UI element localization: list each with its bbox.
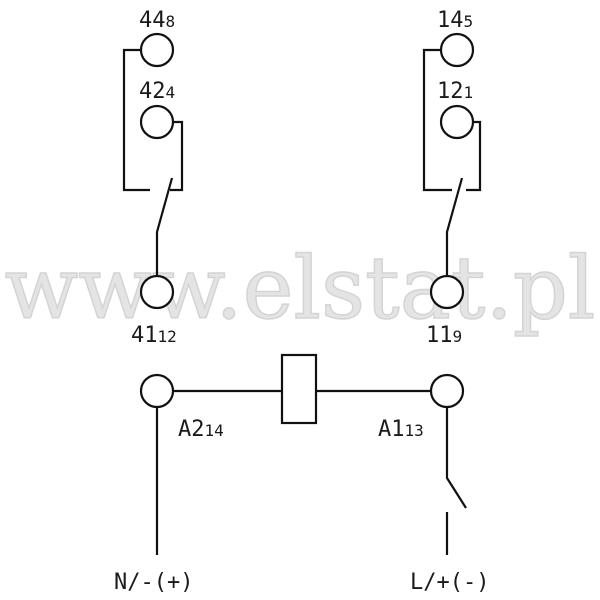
- label-terminal-41: 4112: [131, 323, 177, 348]
- wire-42-frame: [170, 120, 184, 192]
- terminal-a1: [429, 373, 465, 409]
- label-terminal-12: 121: [437, 79, 473, 104]
- contact-group-11: [422, 32, 482, 310]
- switch-blade-a1: [445, 407, 467, 509]
- wire-44-frame: [122, 48, 150, 192]
- label-terminal-42: 424: [139, 79, 175, 104]
- relay-coil: [280, 353, 318, 425]
- terminal-14: [439, 32, 475, 68]
- watermark: www.elstat.pl: [5, 239, 596, 339]
- label-terminal-14: 145: [437, 8, 473, 33]
- label-supply-line: L/+(-): [410, 570, 489, 595]
- label-terminal-a2: A214: [178, 417, 224, 442]
- switch-blade-41: [155, 177, 174, 275]
- terminal-44: [139, 32, 175, 68]
- terminal-41: [139, 274, 175, 310]
- terminal-42: [139, 104, 175, 140]
- terminal-a2: [139, 373, 175, 409]
- wire-14-frame: [422, 48, 452, 192]
- switch-blade-11: [445, 177, 464, 275]
- label-terminal-44: 448: [139, 8, 175, 33]
- coil-circuit: [139, 353, 467, 555]
- wire-12-frame: [466, 120, 482, 192]
- terminal-12: [439, 104, 475, 140]
- terminal-11: [429, 274, 465, 310]
- label-terminal-a1: A113: [378, 417, 424, 442]
- label-terminal-11: 119: [426, 323, 462, 348]
- label-supply-neutral: N/-(+): [114, 570, 193, 595]
- contact-group-41: [122, 32, 184, 310]
